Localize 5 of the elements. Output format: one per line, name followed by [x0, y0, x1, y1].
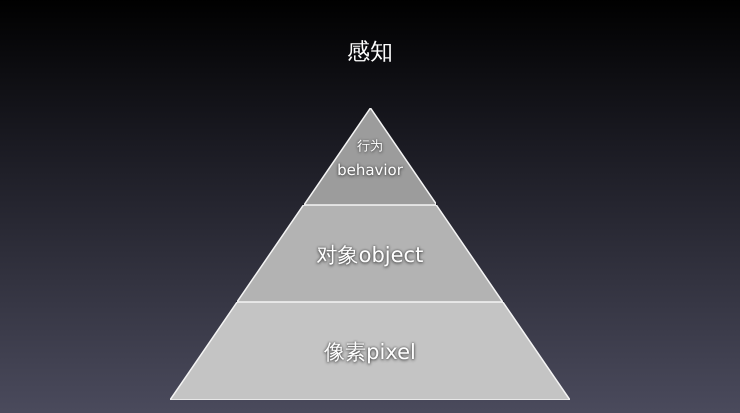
tier-label: behavior — [337, 161, 403, 179]
pyramid-title: 感知 — [346, 38, 394, 67]
tier-label: 像素pixel — [324, 339, 416, 366]
tier-label: 行为 — [356, 138, 383, 155]
tier-label: 对象object — [316, 242, 424, 269]
